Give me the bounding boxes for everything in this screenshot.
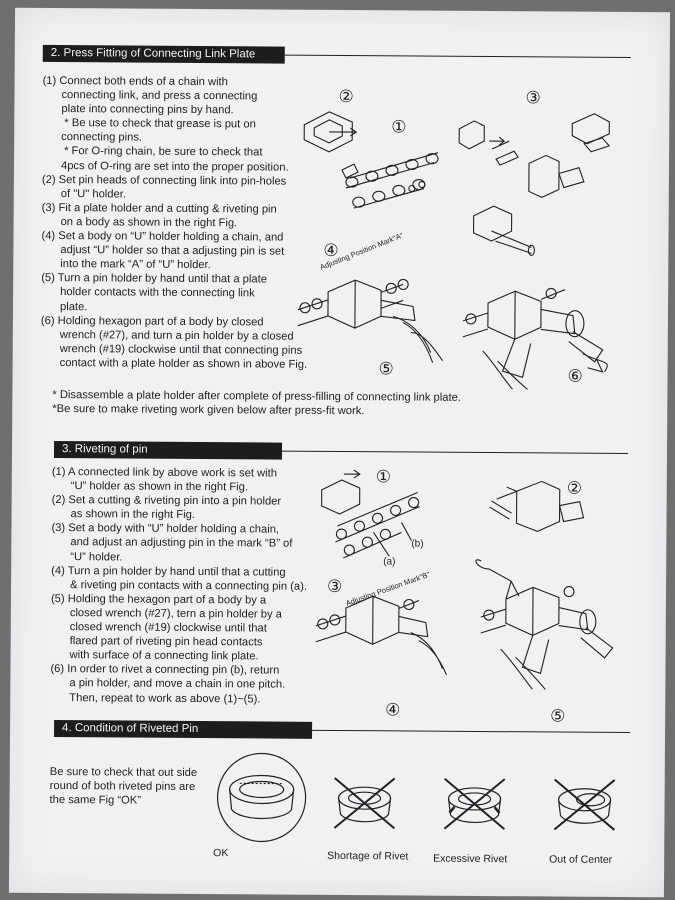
fig-num-2: ②	[567, 479, 582, 498]
fig-num-3: ③	[327, 577, 342, 596]
section-4-header: 4. Condition of Riveted Pin	[54, 720, 313, 739]
fig-num-5: ⑤	[379, 359, 394, 378]
fig-num-6: ⑥	[567, 367, 582, 386]
instruction-sheet: 2. Press Fitting of Connecting Link Plat…	[8, 7, 671, 898]
fig-num-4: ④	[385, 700, 400, 719]
fig-num-3: ③	[525, 88, 540, 107]
fig-num-1: ①	[391, 117, 406, 136]
text-line: round of both riveted pins are	[49, 780, 196, 794]
caption-shortage: Shortage of Rivet	[327, 849, 409, 863]
section-3-header: 3. Riveting of pin	[53, 441, 283, 460]
caption-excessive: Excessive Rivet	[433, 852, 508, 866]
caption-ok: OK	[213, 847, 229, 860]
section-3-rule	[282, 450, 629, 455]
note-line: *Be sure to make riveting work given bel…	[52, 402, 365, 418]
label-b: (b)	[411, 539, 423, 550]
section-2-header: 2. Press Fitting of Connecting Link Plat…	[42, 44, 285, 64]
fig-num-5: ⑤	[550, 706, 565, 725]
section-4-text: Be sure to check that out side round of …	[50, 765, 220, 808]
fig-num-4: ④	[323, 241, 338, 260]
text-line: the same Fig “OK”	[49, 794, 141, 807]
text-line: Be sure to check that out side	[49, 765, 198, 780]
caption-out-of-center: Out of Center	[549, 853, 613, 866]
section-2-rule	[284, 54, 631, 59]
fig-num-2: ②	[338, 87, 353, 106]
section-3-figures: ① ② ③ ④ ⑤ (a) (b) Adjusting Position Mar…	[315, 467, 614, 726]
rivet-conditions-figure	[216, 752, 616, 843]
section-2-figures: ② ① ③ ④ ⑤ ⑥ Adjusting Position Mark"A"	[297, 87, 611, 390]
fig-num-1: ①	[376, 467, 391, 486]
section-2-notes: * Disassemble a plate holder after compl…	[52, 388, 612, 420]
label-a: (a)	[383, 556, 395, 567]
